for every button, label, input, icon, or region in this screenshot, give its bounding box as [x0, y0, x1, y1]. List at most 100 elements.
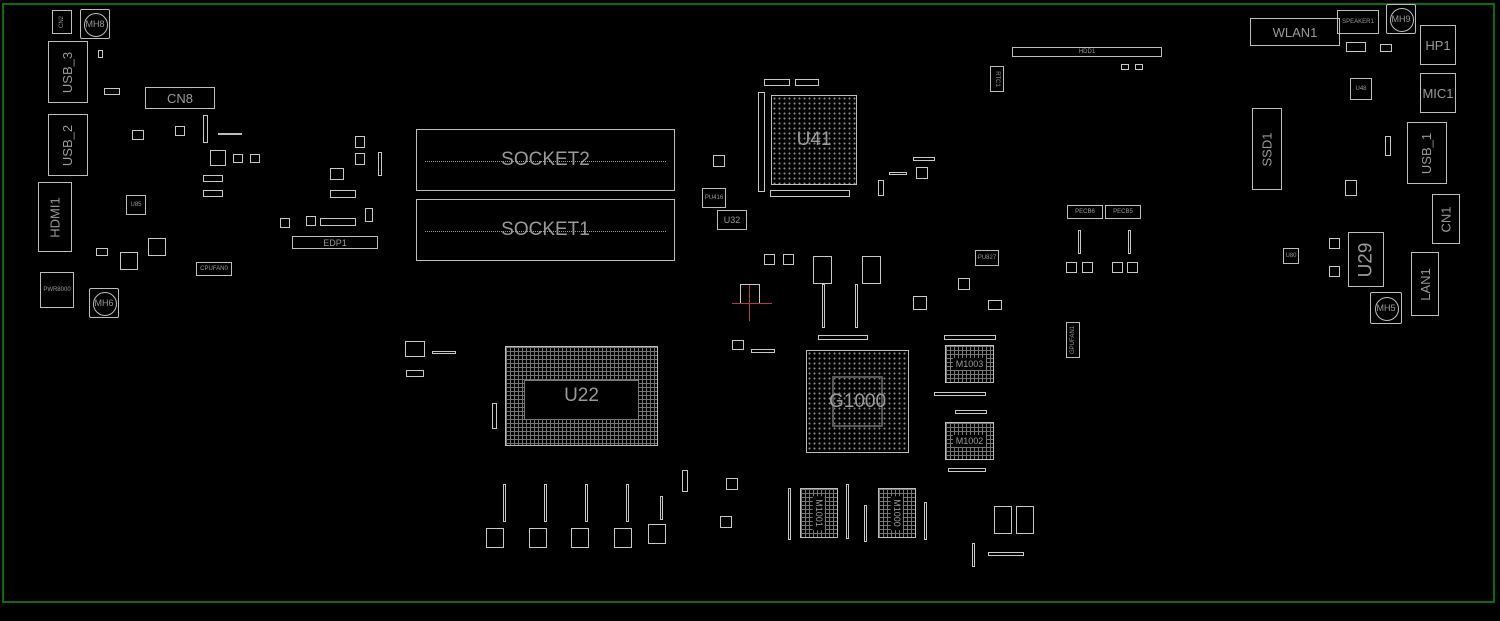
smd-part [585, 484, 588, 522]
smd-part [203, 115, 208, 143]
inductor-part [571, 528, 589, 548]
inductor-part [1016, 506, 1034, 534]
component-hdmi1[interactable]: HDMI1 [38, 182, 72, 252]
component-pecb6[interactable]: PECB6 [1067, 205, 1103, 219]
smd-part [822, 284, 825, 328]
component-cn8[interactable]: CN8 [145, 87, 215, 109]
smd-part [250, 154, 260, 163]
component-mic1[interactable]: MIC1 [1420, 73, 1456, 113]
smd-part [432, 351, 456, 354]
smd-part [405, 341, 425, 357]
smd-part [1066, 262, 1077, 273]
trace-pad [218, 133, 242, 135]
mounting-hole-mh9[interactable]: MH9 [1386, 4, 1416, 34]
component-usb3[interactable]: USB_3 [48, 41, 88, 103]
smd-part [132, 130, 144, 140]
smd-part-column [846, 484, 849, 539]
smd-part [751, 349, 775, 353]
smd-part [682, 470, 688, 492]
smd-part-column [758, 92, 765, 192]
smd-part-array [818, 335, 868, 340]
smd-part [1135, 64, 1143, 70]
smd-part [889, 172, 907, 175]
component-ssd1[interactable]: SSD1 [1252, 108, 1282, 190]
smd-part [233, 154, 243, 163]
smd-part [1121, 64, 1129, 70]
smd-part [1082, 262, 1093, 273]
hole-ring-icon [1375, 297, 1399, 321]
smd-part-array [770, 190, 850, 197]
smd-part [1128, 230, 1131, 254]
component-socket1[interactable]: SOCKET1 [416, 199, 675, 261]
mounting-hole-mh8[interactable]: MH8 [80, 9, 110, 39]
smd-part [280, 218, 290, 228]
smd-part [355, 136, 365, 148]
component-u41[interactable]: U41 [771, 95, 857, 185]
smd-part-array [934, 392, 986, 396]
smd-part [503, 484, 506, 522]
smd-part [96, 248, 108, 256]
smd-part [972, 543, 975, 567]
smd-part [378, 152, 382, 176]
smd-part-column [864, 505, 867, 542]
smd-part [330, 190, 356, 198]
component-usb2[interactable]: USB_2 [48, 114, 88, 176]
smd-part [878, 180, 884, 196]
smd-part-array [1346, 42, 1366, 52]
component-rtc1[interactable]: RTC1 [990, 66, 1004, 92]
component-socket2[interactable]: SOCKET2 [416, 129, 675, 191]
component-m1002[interactable]: M1002 [945, 422, 994, 460]
smd-part [1127, 262, 1138, 273]
component-u32[interactable]: U32 [717, 210, 747, 230]
smd-part [958, 278, 970, 290]
smd-part [764, 254, 775, 265]
component-pu416[interactable]: PU416 [702, 188, 726, 208]
smd-part [148, 238, 166, 256]
component-usb1[interactable]: USB_1 [1407, 122, 1447, 184]
hole-ring-icon [1390, 8, 1414, 32]
die-area [832, 376, 883, 427]
smd-part [1112, 262, 1123, 273]
component-speaker1[interactable]: SPEAKER1 [1337, 10, 1379, 34]
smd-part [365, 208, 373, 222]
component-gpufan1[interactable]: GPUFAN1 [1066, 322, 1080, 358]
smd-part [1345, 180, 1357, 196]
component-cn2[interactable]: CN2 [52, 10, 72, 34]
component-hdd1[interactable]: HDD1 [1012, 47, 1162, 57]
component-lan1[interactable]: LAN1 [1411, 252, 1439, 316]
smd-part-array [795, 79, 819, 86]
mounting-hole-mh6[interactable]: MH6 [89, 288, 119, 318]
component-m1001[interactable]: M1001 [800, 488, 838, 538]
component-edp1[interactable]: EDP1 [292, 236, 378, 249]
smd-part [740, 284, 760, 304]
component-g1000[interactable]: G1000 [806, 350, 909, 453]
smd-part [175, 126, 185, 136]
mounting-hole-mh5[interactable]: MH5 [1370, 292, 1402, 324]
component-hp1[interactable]: HP1 [1420, 25, 1456, 65]
component-cpufan0[interactable]: CPUFAN0 [196, 262, 232, 276]
smd-part-array [944, 335, 996, 340]
smd-part [306, 216, 316, 226]
component-m1000[interactable]: M1000 [878, 488, 916, 538]
component-pecb5[interactable]: PECB5 [1105, 205, 1141, 219]
hole-ring-icon [84, 13, 108, 37]
smd-part-array [320, 218, 356, 226]
inductor-part [486, 528, 504, 548]
component-u85[interactable]: U85 [126, 195, 146, 215]
smd-part [660, 496, 663, 520]
smd-part [913, 296, 927, 310]
component-m1003[interactable]: M1003 [945, 345, 994, 383]
component-pwr8000[interactable]: PWR8000 [40, 272, 74, 308]
component-cn1[interactable]: CN1 [1432, 194, 1460, 244]
component-u22[interactable]: U22 [505, 346, 658, 446]
smd-part-array [948, 468, 986, 472]
component-wlan1[interactable]: WLAN1 [1250, 18, 1340, 46]
component-u80[interactable]: U80 [1283, 248, 1299, 264]
smd-part [544, 484, 547, 522]
component-u48[interactable]: U48 [1350, 78, 1372, 100]
inductor-part [862, 256, 881, 284]
component-pu827[interactable]: PU827 [975, 250, 999, 266]
component-u29[interactable]: U29 [1348, 232, 1384, 287]
board-outline [2, 3, 1495, 603]
